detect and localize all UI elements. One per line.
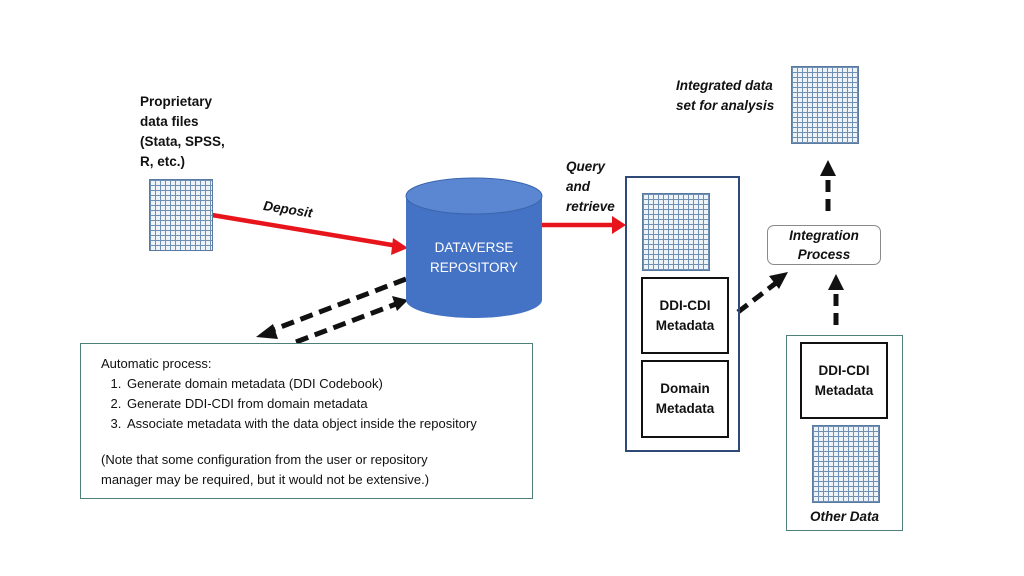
deposit-arrowhead: [391, 238, 408, 255]
other-data-grid-icon: [812, 425, 880, 503]
deposit-arrow: [211, 212, 399, 249]
automatic-step-2: Generate DDI-CDI from domain metadata: [125, 394, 522, 414]
query-arrowhead: [612, 216, 626, 234]
automatic-note-line-1: (Note that some configuration from the u…: [101, 452, 428, 467]
retrieved-ddi-cdi-line-1: DDI-CDI: [659, 297, 711, 313]
other-data-label: Other Data: [809, 509, 880, 524]
proprietary-line-4: R, etc.): [140, 154, 186, 169]
automatic-steps-list: Generate domain metadata (DDI Codebook) …: [101, 374, 522, 434]
dashed-arrowhead-2: [392, 296, 408, 311]
integration-process-box: Integration Process: [767, 225, 881, 265]
integration-line-1: Integration: [789, 228, 859, 243]
automatic-heading: Automatic process:: [101, 356, 212, 371]
retrieved-domain-line-2: Metadata: [655, 401, 715, 416]
retrieved-ddi-cdi-line-2: Metadata: [655, 317, 715, 333]
repository-cylinder: [405, 177, 543, 318]
query-retrieve-label: Query and retrieve: [566, 157, 615, 217]
dashed-arrowhead-integration: [769, 272, 788, 289]
automatic-process-note: Automatic process: Generate domain metad…: [80, 343, 533, 499]
dashed-arrow-repo-in-2: [295, 301, 397, 345]
other-data-frame: [786, 335, 903, 531]
integration-line-2: Process: [797, 247, 851, 262]
retrieved-ddi-cdi-metadata-box: DDI-CDI Metadata: [641, 277, 729, 354]
automatic-step-3: Associate metadata with the data object …: [125, 414, 522, 434]
repository-line-2: REPOSITORY: [429, 260, 519, 275]
automatic-note-line-2: manager may be required, but it would no…: [101, 472, 430, 487]
integrated-line-1: Integrated data: [676, 78, 773, 93]
dashed-arrowhead-integrated: [820, 160, 836, 176]
proprietary-line-3: (Stata, SPSS,: [140, 134, 225, 149]
repository-line-1: DATAVERSE: [434, 240, 514, 255]
other-ddi-cdi-metadata-box: DDI-CDI Metadata: [800, 342, 888, 419]
proprietary-files-label: Proprietary data files (Stata, SPSS, R, …: [140, 92, 225, 172]
integrated-data-grid-icon: [791, 66, 859, 144]
dashed-arrowhead-1: [256, 324, 278, 339]
dashed-arrow-to-integration: [736, 281, 778, 314]
other-ddi-cdi-line-2: Metadata: [814, 382, 874, 398]
retrieved-domain-metadata-box: Domain Metadata: [641, 360, 729, 438]
dashed-arrow-repo-out-1: [269, 276, 407, 334]
retrieved-domain-line-1: Domain: [660, 381, 710, 396]
integrated-line-2: set for analysis: [676, 98, 775, 113]
other-ddi-cdi-line-1: DDI-CDI: [818, 362, 870, 378]
automatic-step-1: Generate domain metadata (DDI Codebook): [125, 374, 522, 394]
dashed-arrowhead-other: [828, 274, 844, 290]
retrieved-data-frame: [625, 176, 740, 452]
query-line-1: Query: [566, 159, 606, 174]
query-line-3: retrieve: [566, 199, 615, 214]
query-line-2: and: [566, 179, 591, 194]
integrated-data-label: Integrated data set for analysis: [676, 76, 774, 116]
proprietary-line-1: Proprietary: [140, 94, 213, 109]
repository-label: DATAVERSE REPOSITORY: [406, 238, 542, 278]
proprietary-data-grid-icon: [149, 179, 213, 251]
proprietary-line-2: data files: [140, 114, 199, 129]
retrieved-data-grid-icon: [642, 193, 710, 271]
